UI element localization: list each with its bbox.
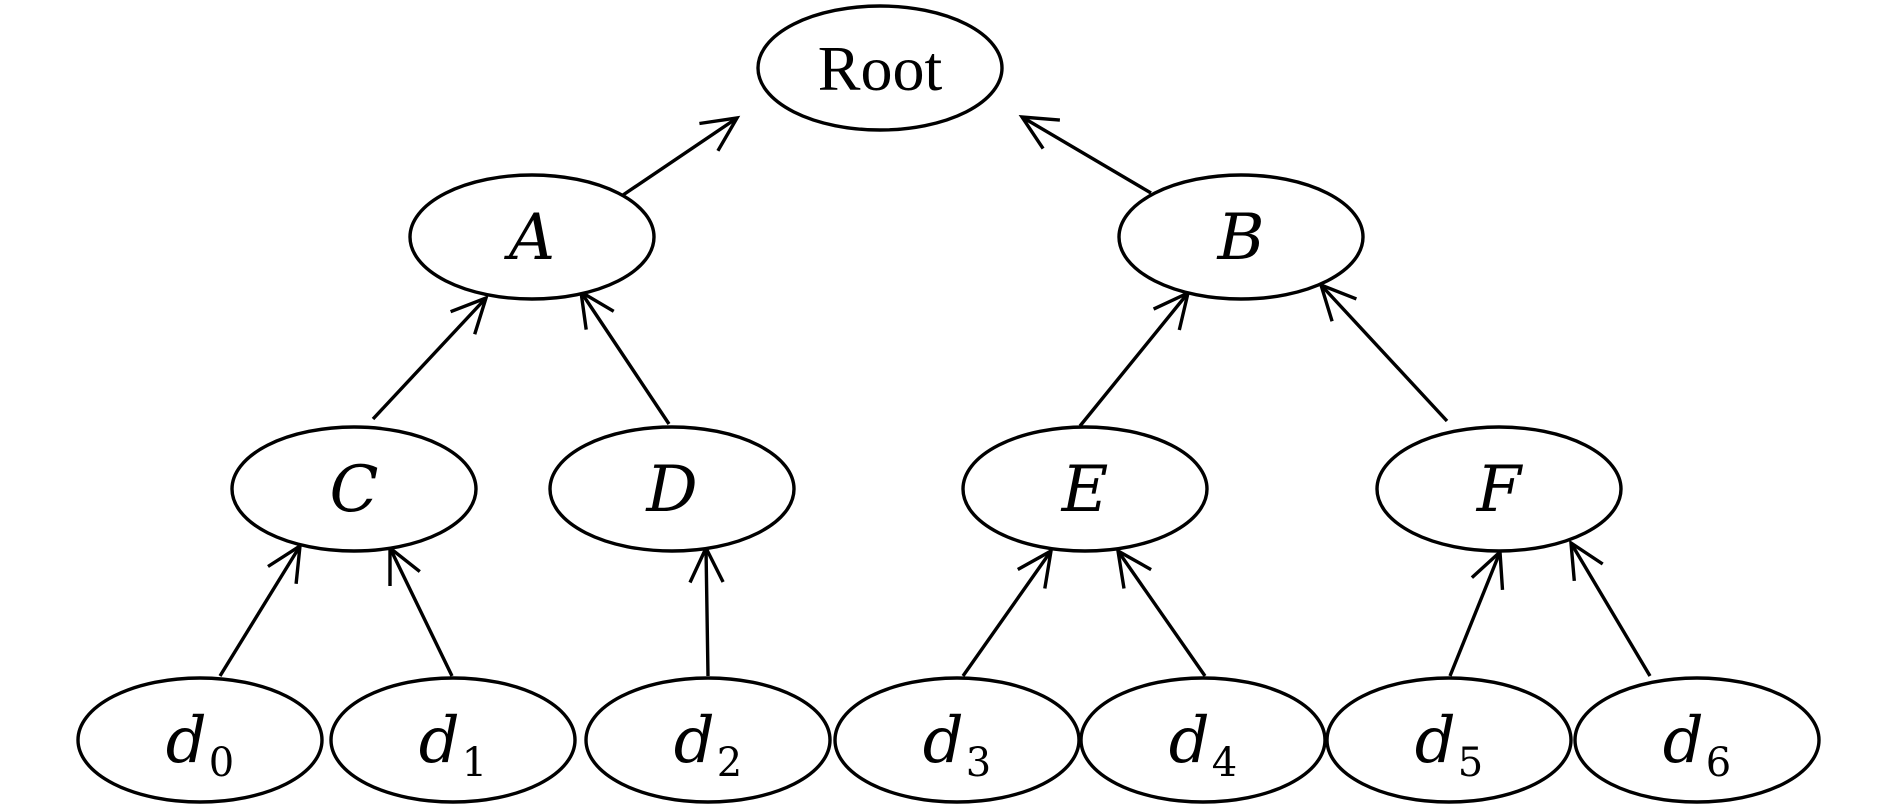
edge-line xyxy=(1021,115,1152,195)
edge-line xyxy=(704,547,710,677)
edge-line xyxy=(1448,551,1502,677)
node-d4: d4 xyxy=(1079,676,1327,804)
node-label: D xyxy=(645,453,697,527)
node-ellipse xyxy=(408,173,656,301)
node-label-text: d xyxy=(1415,704,1456,778)
edge-d4-e xyxy=(1115,547,1207,677)
edge-line xyxy=(1569,542,1652,677)
node-label: d2 xyxy=(674,704,742,786)
edge-c-a xyxy=(371,295,489,421)
node-ellipse xyxy=(1117,173,1365,301)
edge-line xyxy=(622,116,738,197)
node-label: d0 xyxy=(166,704,234,786)
edge-e-b xyxy=(1078,289,1191,428)
arrowhead-icon xyxy=(1569,539,1604,582)
edge-b-root xyxy=(1018,115,1152,195)
edge-a-root xyxy=(622,115,741,197)
node-label: E xyxy=(1061,453,1109,527)
node-ellipse xyxy=(230,425,478,553)
node-label: F xyxy=(1476,453,1524,527)
edge-d5-f xyxy=(1448,548,1505,677)
node-ellipse xyxy=(1079,676,1327,804)
node-label-text: F xyxy=(1476,453,1524,527)
node-label-text: d xyxy=(166,704,207,778)
node-label: Root xyxy=(818,33,943,104)
node-e: E xyxy=(961,425,1209,553)
edge-line xyxy=(218,545,302,677)
node-ellipse xyxy=(1375,425,1623,553)
node-d3: d3 xyxy=(833,676,1081,804)
node-d2: d2 xyxy=(584,676,832,804)
node-label-text: d xyxy=(923,704,964,778)
edge-f-b xyxy=(1318,282,1449,423)
node-label-subscript: 5 xyxy=(1458,740,1483,786)
node-label-text: E xyxy=(1061,453,1109,527)
edge-line xyxy=(371,296,488,421)
edge-line xyxy=(1116,550,1207,677)
node-ellipse xyxy=(1325,676,1573,804)
node-root: Root xyxy=(756,4,1004,132)
node-ellipse xyxy=(76,676,324,804)
node-label-text: d xyxy=(1663,704,1704,778)
node-label-subscript: 1 xyxy=(462,740,487,786)
node-label: A xyxy=(504,201,555,275)
node-label-text: Root xyxy=(818,33,943,104)
edge-d6-f xyxy=(1569,539,1652,677)
node-label-subscript: 4 xyxy=(1212,740,1237,786)
node-label: d4 xyxy=(1169,704,1237,786)
node-label-text: d xyxy=(674,704,715,778)
arrowhead-icon xyxy=(449,295,489,335)
edge-line xyxy=(1319,283,1449,423)
edge-line xyxy=(961,550,1053,677)
node-label-text: B xyxy=(1216,201,1264,275)
node-a: A xyxy=(408,173,656,301)
node-c: C xyxy=(230,425,478,553)
node-label: B xyxy=(1216,201,1264,275)
node-label-text: d xyxy=(1169,704,1210,778)
node-label-subscript: 3 xyxy=(966,740,991,786)
arrowhead-icon xyxy=(1016,547,1054,589)
node-label-subscript: 6 xyxy=(1706,740,1731,786)
node-label: d1 xyxy=(419,704,487,786)
edge-d2-d xyxy=(688,544,725,677)
node-label-subscript: 0 xyxy=(209,740,234,786)
node-ellipse xyxy=(548,425,796,553)
node-ellipse xyxy=(1573,676,1821,804)
node-d6: d6 xyxy=(1573,676,1821,804)
node-d5: d5 xyxy=(1325,676,1573,804)
edge-line xyxy=(1078,291,1190,428)
node-label: d6 xyxy=(1663,704,1731,786)
node-label: d3 xyxy=(923,704,991,786)
node-label: C xyxy=(330,453,379,527)
edge-d1-c xyxy=(388,544,454,677)
node-ellipse xyxy=(756,4,1004,132)
node-ellipse xyxy=(584,676,832,804)
edge-d3-e xyxy=(961,547,1054,677)
edge-line xyxy=(579,291,671,425)
node-label-text: C xyxy=(330,453,379,527)
node-label: d5 xyxy=(1415,704,1483,786)
node-ellipse xyxy=(961,425,1209,553)
node-label-subscript: 2 xyxy=(717,740,742,786)
node-label-text: D xyxy=(645,453,697,527)
node-d: D xyxy=(548,425,796,553)
arrowhead-icon xyxy=(699,115,741,152)
node-b: B xyxy=(1117,173,1365,301)
edge-d0-c xyxy=(218,542,303,677)
node-ellipse xyxy=(329,676,577,804)
node-d1: d1 xyxy=(329,676,577,804)
edge-d-a xyxy=(578,288,671,425)
arrowhead-icon xyxy=(1115,547,1152,589)
arrowhead-icon xyxy=(1018,115,1061,150)
node-ellipse xyxy=(833,676,1081,804)
node-f: F xyxy=(1375,425,1623,553)
node-label-text: A xyxy=(504,201,555,275)
node-label-text: d xyxy=(419,704,460,778)
node-d0: d0 xyxy=(76,676,324,804)
edge-line xyxy=(388,547,454,677)
